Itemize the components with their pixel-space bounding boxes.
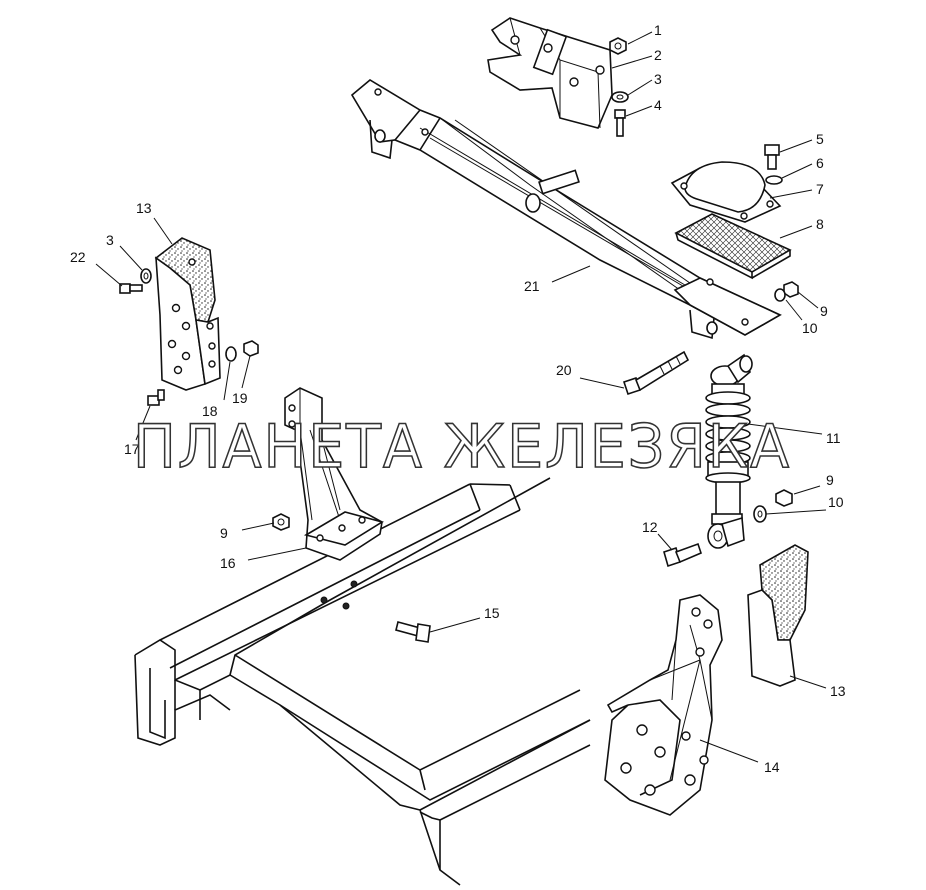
callout-13-left: 13 bbox=[136, 200, 152, 216]
callout-20: 20 bbox=[556, 362, 572, 378]
callout-8: 8 bbox=[816, 216, 824, 232]
callout-3-left: 3 bbox=[106, 232, 114, 248]
callout-10-top: 10 bbox=[802, 320, 818, 336]
bracket-left bbox=[154, 237, 221, 391]
washer-10-right bbox=[753, 505, 767, 523]
callout-14: 14 bbox=[764, 759, 780, 775]
callout-10-right: 10 bbox=[828, 494, 844, 510]
callout-3: 3 bbox=[654, 71, 662, 87]
bolt-20 bbox=[622, 350, 690, 396]
pad-8 bbox=[674, 213, 792, 280]
callout-22: 22 bbox=[70, 249, 86, 265]
washer-3-left bbox=[140, 268, 152, 284]
callout-1: 1 bbox=[654, 22, 662, 38]
callout-12: 12 bbox=[642, 519, 658, 535]
washer-3-top bbox=[611, 91, 629, 103]
bolt-5 bbox=[764, 144, 780, 170]
callout-9-left: 9 bbox=[220, 525, 228, 541]
callout-15: 15 bbox=[484, 605, 500, 621]
callout-2: 2 bbox=[654, 47, 662, 63]
washer-6 bbox=[765, 175, 783, 185]
callout-labels: 1 2 3 4 5 6 7 8 9 10 21 13 3 22 18 19 17… bbox=[70, 22, 846, 775]
callout-5: 5 bbox=[816, 131, 824, 147]
cross-beam bbox=[350, 79, 782, 340]
nut-1 bbox=[609, 37, 627, 55]
rubber-bump-stop bbox=[670, 161, 782, 223]
callout-16: 16 bbox=[220, 555, 236, 571]
bracket-14 bbox=[604, 594, 723, 816]
mount-bracket-16 bbox=[284, 387, 384, 561]
washer-18 bbox=[225, 346, 237, 362]
bolt-4 bbox=[614, 109, 626, 137]
leader-lines bbox=[95, 31, 827, 763]
callout-7: 7 bbox=[816, 181, 824, 197]
bolt-22 bbox=[119, 283, 143, 294]
callout-6: 6 bbox=[816, 155, 824, 171]
callout-18: 18 bbox=[202, 403, 218, 419]
watermark-text: ПЛАНЕТА ЖЕЛЕЗЯКА bbox=[133, 412, 791, 482]
nut-19 bbox=[243, 340, 259, 357]
callout-4: 4 bbox=[654, 97, 662, 113]
latch-bracket bbox=[487, 17, 613, 129]
bracket-right bbox=[747, 544, 809, 687]
callout-9-right: 9 bbox=[826, 472, 834, 488]
callout-13-right: 13 bbox=[830, 683, 846, 699]
shock-absorber bbox=[705, 353, 753, 549]
callout-11: 11 bbox=[826, 430, 841, 446]
nut-9-right bbox=[775, 489, 793, 507]
bolt-15 bbox=[395, 621, 431, 643]
callout-9-top: 9 bbox=[820, 303, 828, 319]
callout-19: 19 bbox=[232, 390, 248, 406]
bolt-17 bbox=[147, 389, 165, 406]
callout-17: 17 bbox=[124, 441, 140, 457]
frame-rail bbox=[134, 477, 591, 886]
nut-9-left bbox=[272, 513, 290, 531]
nut-9-top bbox=[774, 281, 799, 302]
callout-21: 21 bbox=[524, 278, 540, 294]
